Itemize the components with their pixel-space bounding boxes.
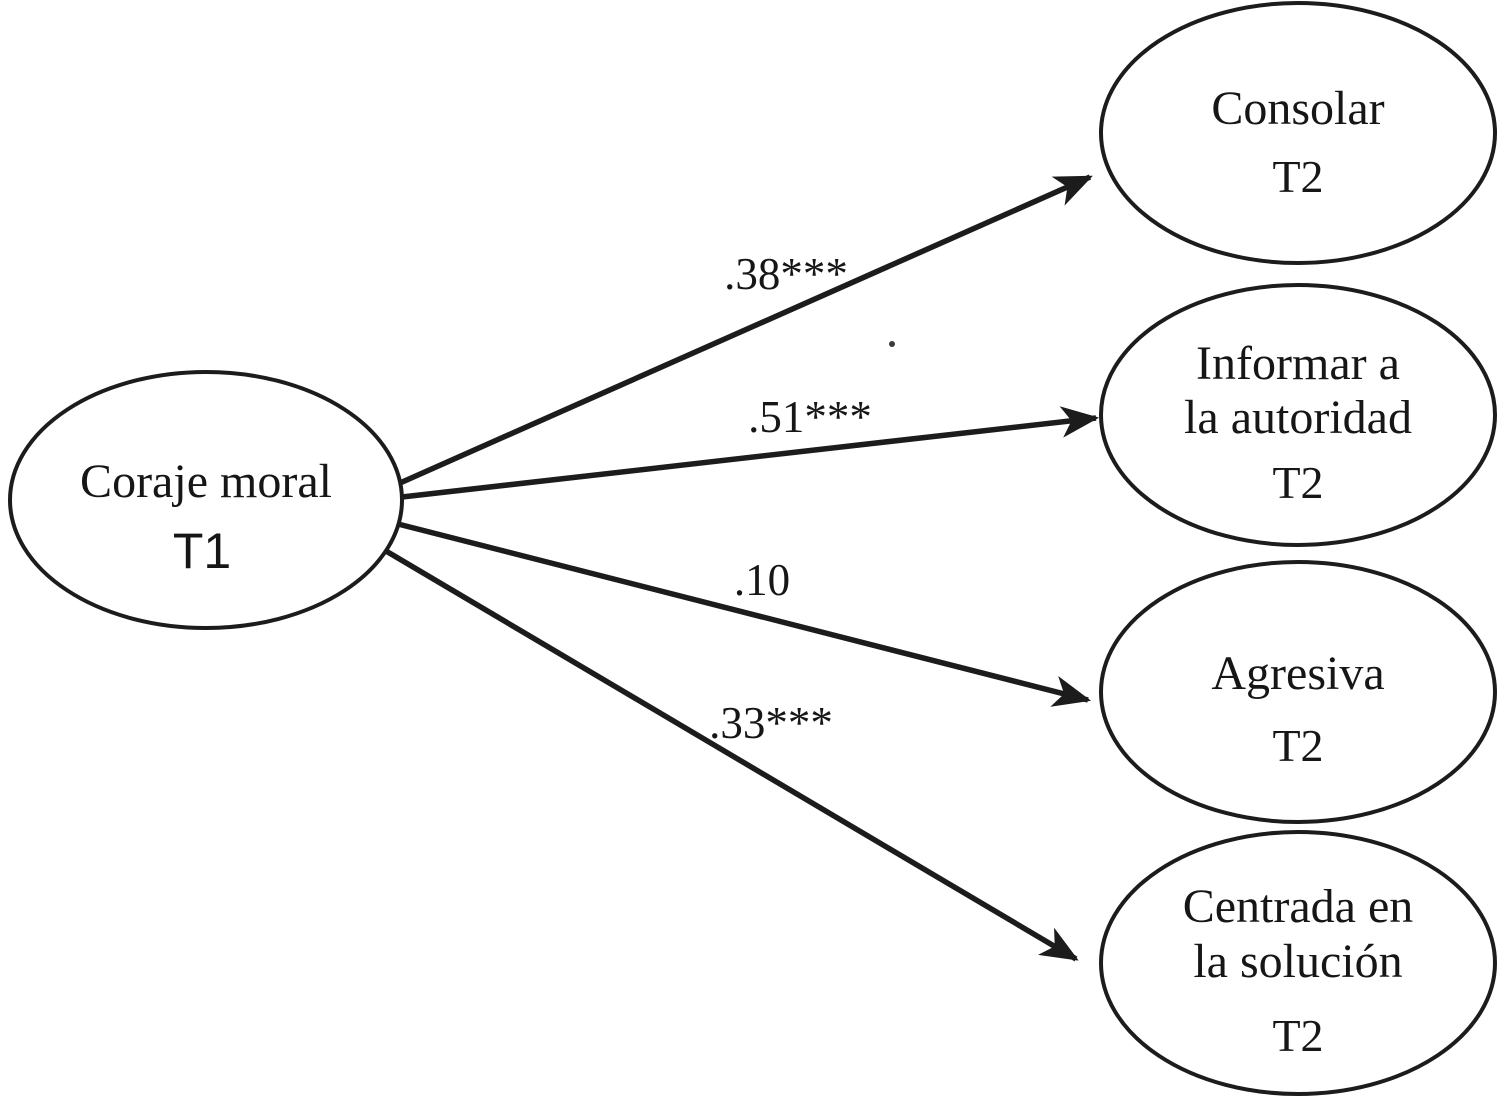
coefficient-consolar: .38***	[724, 249, 848, 299]
predictor-ellipse	[8, 370, 404, 630]
predictor-time-label: T1	[173, 523, 231, 579]
outcome-label-centrada-line1: Centrada en	[1183, 880, 1414, 933]
outcome-ellipse-consolar	[1099, 1, 1497, 265]
outcome-label-centrada-line2: la solución	[1193, 935, 1402, 988]
coefficient-informar: .51***	[748, 392, 872, 442]
arrow-to-consolar	[398, 174, 1093, 486]
coefficient-agresiva: .10	[734, 555, 790, 605]
outcome-label-informar-line2: la autoridad	[1184, 391, 1412, 444]
outcome-ellipse-centrada	[1099, 830, 1497, 1096]
outcome-time-agresiva: T2	[1272, 720, 1323, 771]
arrow-to-agresiva	[397, 521, 1092, 707]
coefficient-centrada: .33***	[709, 698, 833, 748]
outcome-time-consolar: T2	[1272, 151, 1323, 202]
outcome-ellipse-informar	[1099, 283, 1497, 547]
outcome-label-consolar: Consolar	[1211, 82, 1384, 135]
arrow-to-centrada	[384, 548, 1079, 962]
outcome-time-informar: T2	[1272, 457, 1323, 508]
outcome-label-informar-line1: Informar a	[1196, 337, 1400, 390]
arrow-to-informar	[401, 406, 1100, 500]
stray-dot	[889, 341, 895, 347]
outcome-label-agresiva: Agresiva	[1211, 647, 1384, 700]
outcome-ellipse-agresiva	[1099, 560, 1497, 824]
predictor-label: Coraje moral	[80, 455, 332, 508]
outcome-time-centrada: T2	[1272, 1010, 1323, 1061]
